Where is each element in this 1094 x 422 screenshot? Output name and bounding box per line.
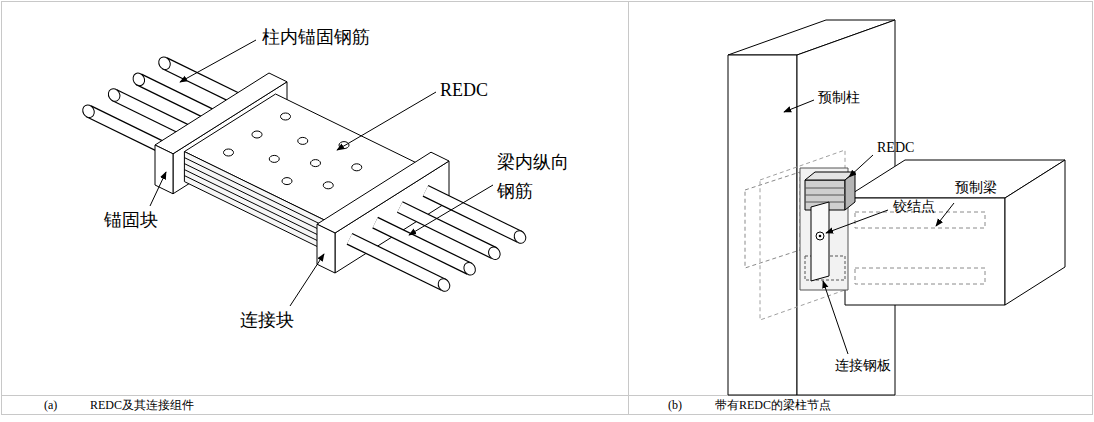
hidden-anchor [745, 172, 800, 268]
beam-front [845, 198, 1005, 305]
beam-longitudinal-rebars [350, 191, 529, 294]
rebar-end [486, 245, 502, 262]
hinge [816, 232, 824, 240]
rebar-end [512, 229, 528, 246]
bolt-head [281, 113, 291, 120]
part-label: 预制柱 [818, 90, 860, 107]
bolt-head [224, 149, 234, 156]
rebar-end [436, 277, 452, 294]
frame [2, 2, 1093, 415]
anchor-block-front [155, 145, 173, 194]
part-label: 预制梁 [955, 180, 997, 197]
redc-layer [805, 195, 845, 196]
column-front [728, 55, 797, 395]
redc-layer [184, 164, 328, 234]
leader-lines [150, 40, 954, 354]
bolt-head [282, 178, 292, 185]
hinge-pin [819, 235, 822, 238]
leader-line [180, 40, 256, 82]
redc-assembly [80, 55, 528, 294]
part-label: 锚固块 [104, 210, 158, 232]
bolt-head [298, 137, 308, 144]
bolt-head [252, 131, 262, 138]
part-label: REDC [440, 80, 488, 102]
redc-layer [184, 176, 328, 246]
rebar-end [106, 87, 122, 104]
leader-line [826, 210, 888, 233]
leader-line [150, 172, 166, 206]
rebar [350, 239, 445, 285]
rebar-end [80, 103, 96, 120]
joint-notch [800, 168, 848, 290]
leader-line [823, 281, 848, 354]
hidden-rebar [855, 268, 985, 284]
rebar-outline [350, 239, 445, 285]
rebar-end [131, 71, 147, 88]
redc-upper-side [845, 172, 855, 210]
panel-caption: (a) [44, 398, 57, 412]
panel-caption: REDC及其连接组件 [90, 398, 194, 412]
panel-caption: 带有REDC的梁柱节点 [715, 398, 831, 412]
frame-border [2, 2, 1093, 415]
redc-layer [805, 202, 845, 203]
leader-line [337, 92, 436, 150]
connection-block-front [317, 224, 335, 273]
part-label: 柱内锚固钢筋 [262, 27, 370, 49]
leader-line [409, 185, 493, 235]
leader-line [784, 100, 814, 112]
frame-divider [628, 2, 629, 415]
rebar-end [156, 55, 172, 72]
part-label: 梁内纵向 钢筋 [497, 148, 578, 206]
leader-line [936, 203, 954, 226]
part-label: 连接块 [240, 310, 294, 332]
rebar-end [462, 260, 478, 277]
hidden-rebar [855, 212, 985, 228]
leader-line [849, 155, 873, 177]
frame-divider [2, 395, 1093, 396]
bolt-head [311, 160, 321, 167]
connection-plate [811, 202, 829, 281]
redc-layer [184, 158, 328, 228]
leader-line [290, 254, 324, 306]
part-label: 连接钢板 [835, 358, 891, 375]
beam-end [1005, 160, 1065, 305]
redc-layer [184, 170, 328, 240]
redc-damper-front [184, 152, 328, 252]
bolt-head [323, 182, 333, 189]
bolt-head [352, 164, 362, 171]
bolt-head [269, 155, 279, 162]
beam-column-joint [728, 20, 1065, 395]
part-label: REDC [877, 140, 914, 157]
redc-layer [805, 188, 845, 189]
part-label: 铰结点 [893, 199, 935, 216]
panel-caption: (b) [668, 398, 682, 412]
